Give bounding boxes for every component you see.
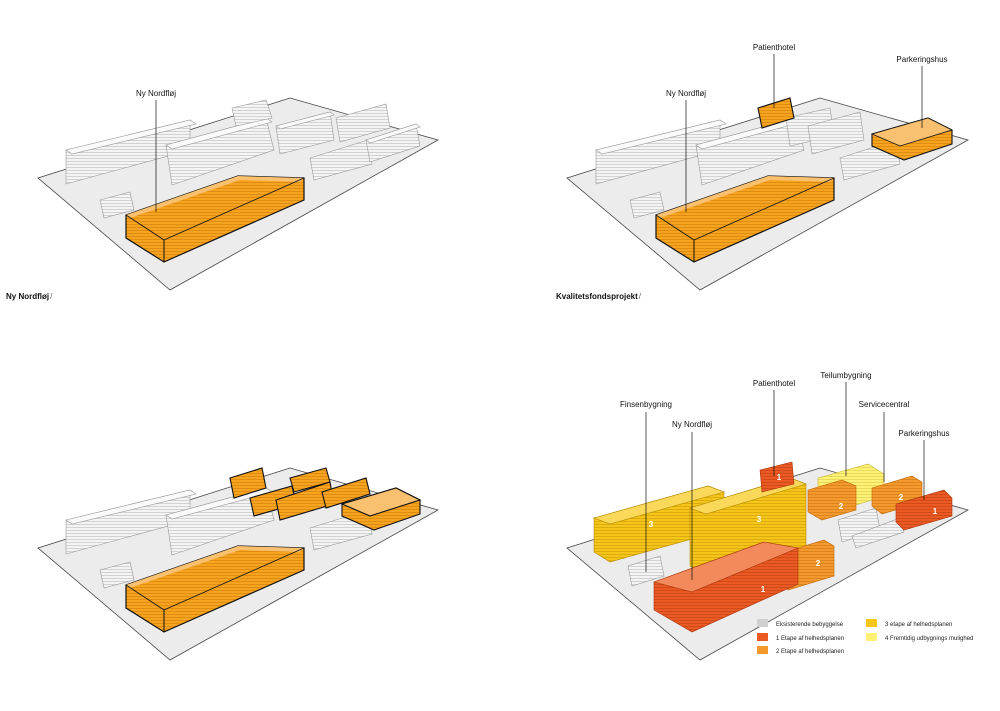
number-east-annex: 2 <box>899 493 904 502</box>
legend-item-stage3: 3 etape af helhedsplanen <box>866 619 952 628</box>
number-teilum: 3 <box>757 515 762 524</box>
existing-buildings <box>65 99 421 219</box>
legend: Eksisterende bebyggelse 1 Etape af helhe… <box>757 619 973 655</box>
label-parkeringshus: Parkeringshus <box>896 55 947 64</box>
label-nordfloj: Ny Nordfløj <box>666 89 706 98</box>
legend-item-existing: Eksisterende bebyggelse <box>757 619 844 628</box>
label-nordfloj: Ny Nordfløj <box>136 89 176 98</box>
label-patienthotel: Patienthotel <box>753 379 795 388</box>
number-south-annex: 2 <box>816 559 821 568</box>
number-patienthotel: 1 <box>777 473 782 482</box>
nordfloj-building <box>125 175 305 263</box>
panel-1-title: Ny Nordfløj/ <box>6 292 53 301</box>
nordfloj-building <box>655 175 835 263</box>
svg-text:Eksisterende bebyggelse: Eksisterende bebyggelse <box>776 622 844 628</box>
svg-text:2 Etape af helhedsplanen: 2 Etape af helhedsplanen <box>776 649 844 655</box>
stage1-buildings <box>652 461 953 633</box>
nordfloj-building <box>125 545 305 633</box>
panel-4: 3 3 1 2 1 2 2 1 Finsenbygning Ny Nordflø… <box>566 371 973 661</box>
patienthotel-building <box>757 97 795 129</box>
number-parkeringshus: 1 <box>933 507 938 516</box>
future-buildings <box>229 467 422 531</box>
panel-3 <box>37 467 440 661</box>
svg-text:1 Etape af helhedsplanen: 1 Etape af helhedsplanen <box>776 636 844 642</box>
legend-item-stage4: 4 Fremtidig udbygnings mulighed <box>866 633 973 642</box>
panel-2: Ny Nordfløj Patienthotel Parkeringshus <box>566 43 970 291</box>
parkeringshus-building <box>870 117 954 161</box>
svg-text:3 etape af helhedsplanen: 3 etape af helhedsplanen <box>885 622 952 628</box>
label-parkeringshus: Parkeringshus <box>898 429 949 438</box>
number-service: 2 <box>839 502 844 511</box>
number-finsen: 3 <box>649 520 654 529</box>
label-nordfloj: Ny Nordfløj <box>672 420 712 429</box>
panel-2-title: Kvalitetsfondsprojekt/ <box>556 292 642 301</box>
label-teilum: Teilumbygning <box>820 371 871 380</box>
panel-1: Ny Nordfløj <box>37 89 440 291</box>
label-service: Servicecentral <box>859 400 910 409</box>
legend-item-stage1: 1 Etape af helhedsplanen <box>757 633 844 642</box>
label-finsen: Finsenbygning <box>620 400 672 409</box>
number-nordfloj: 1 <box>761 585 766 594</box>
svg-text:4 Fremtidig udbygnings mulighe: 4 Fremtidig udbygnings mulighed <box>885 636 973 642</box>
legend-item-stage2: 2 Etape af helhedsplanen <box>757 646 844 655</box>
label-patienthotel: Patienthotel <box>753 43 795 52</box>
